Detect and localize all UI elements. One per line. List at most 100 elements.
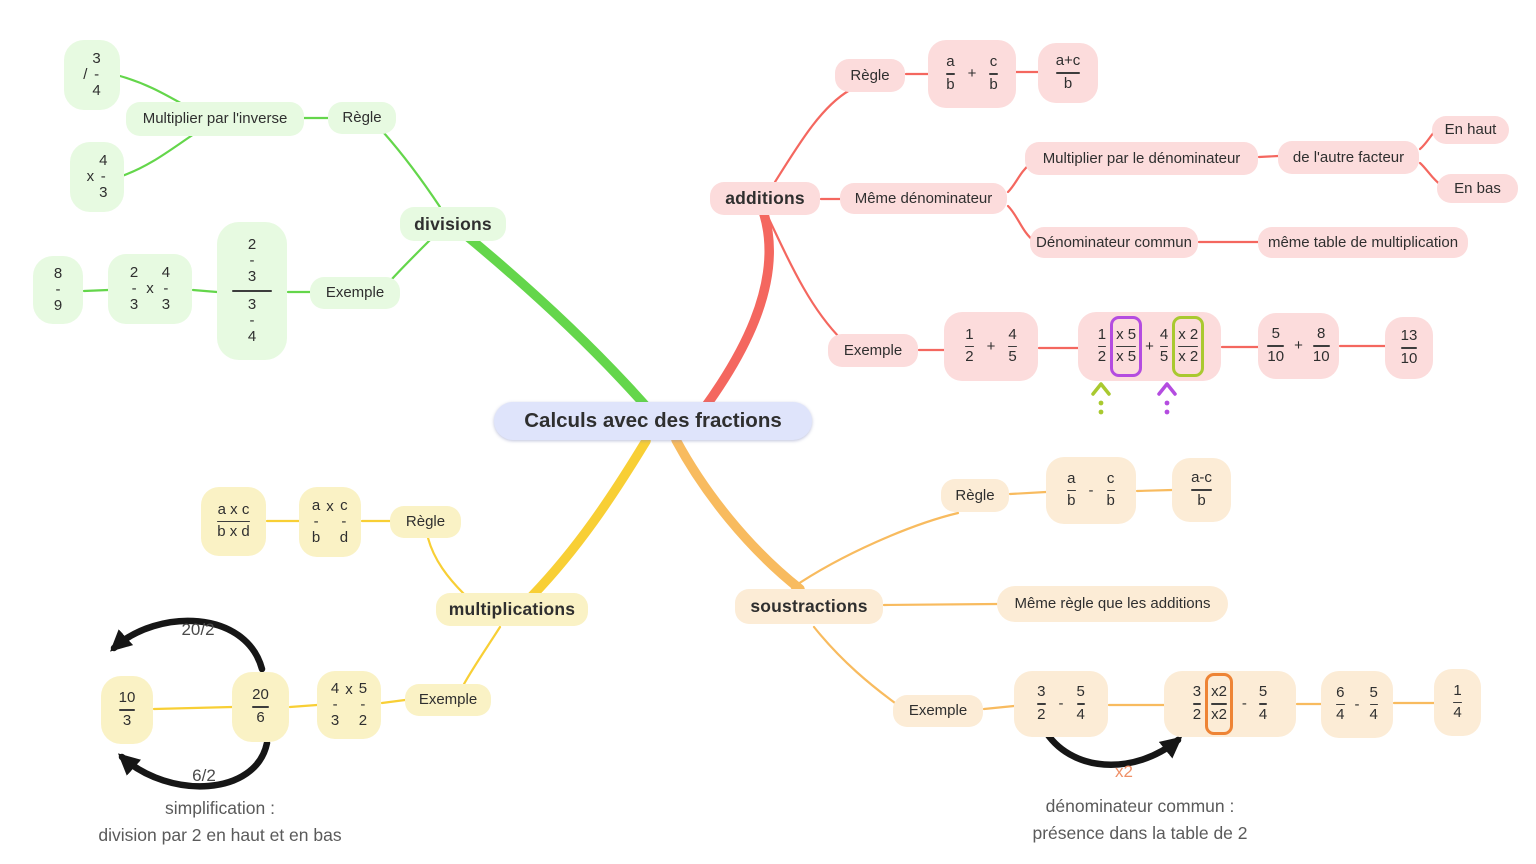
node-divisions-inverse-bottom[interactable]: x 4 - 3: [70, 142, 124, 212]
denominator: 9: [53, 297, 63, 315]
numerator: a: [1067, 469, 1076, 487]
node-additions-autre-facteur[interactable]: de l'autre facteur: [1278, 141, 1419, 174]
link: [382, 131, 442, 209]
node-soustractions-regle[interactable]: Règle: [941, 479, 1009, 512]
node-soustractions-ex2[interactable]: 3 2 x2 x2 - 5 4: [1164, 671, 1296, 737]
node-soustractions-title[interactable]: soustractions: [735, 589, 883, 624]
numerator: 3: [92, 49, 101, 67]
numerator: 6: [1336, 683, 1345, 701]
fraction: a - b: [312, 497, 320, 547]
numerator: 3: [1192, 683, 1202, 701]
numerator: a-c: [1191, 469, 1212, 487]
node-additions-denominateur-commun[interactable]: Dénominateur commun: [1030, 227, 1198, 258]
node-additions-multiplier-denominateur[interactable]: Multiplier par le dénominateur: [1025, 142, 1258, 175]
fraction-bar: [1192, 703, 1202, 705]
math-expression: a b - c b: [1064, 470, 1118, 511]
node-multiplications-title[interactable]: multiplications: [436, 593, 588, 626]
node-multiplications-regle[interactable]: Règle: [390, 506, 461, 538]
fraction: 3 - 4: [92, 49, 101, 100]
fraction-bar: [118, 709, 136, 711]
denominator: 2: [965, 348, 974, 366]
node-label: Règle: [850, 66, 890, 84]
node-soustractions-meme-regle[interactable]: Même règle que les additions: [997, 586, 1228, 622]
node-additions-en-haut[interactable]: En haut: [1432, 116, 1509, 144]
link: [152, 705, 234, 711]
fraction: 4 - 3: [99, 152, 107, 202]
fraction-bar: -: [249, 312, 255, 330]
purple-dot: [1164, 400, 1170, 406]
label-x2-arrow: x2: [1100, 762, 1148, 782]
fraction: a x c b x d: [214, 501, 253, 542]
numerator: 4: [1008, 325, 1017, 343]
node-divisions-inverse-top[interactable]: / 3 - 4: [64, 40, 120, 110]
annotation-line: division par 2 en haut et en bas: [98, 825, 342, 846]
fraction-bar: [1106, 489, 1115, 492]
node-additions-ex1[interactable]: 1 2 + 4 5: [944, 312, 1038, 381]
link: [1257, 154, 1280, 159]
node-label: Exemple: [908, 702, 968, 720]
fraction: c b: [1104, 470, 1118, 511]
fraction: a b: [943, 53, 957, 94]
node-soustractions-rule-formula[interactable]: a b - c b: [1046, 457, 1136, 524]
fraction-bar: -: [100, 167, 106, 185]
link: [462, 625, 502, 686]
node-multiplications-rule-result[interactable]: a x c b x d: [201, 487, 266, 556]
node-divisions-complex-fraction[interactable]: 2 - 3 3 - 4: [217, 222, 287, 360]
node-multiplications-ex[interactable]: 4 - 3 x 5 - 2: [317, 671, 381, 739]
fraction-bar: [1191, 489, 1212, 491]
node-additions-rule-formula[interactable]: a b + c b: [928, 40, 1016, 108]
fraction: 8 10: [1310, 325, 1333, 366]
node-additions-meme-denominateur[interactable]: Même dénominateur: [840, 183, 1007, 214]
center-topic-label: Calculs avec des fractions: [524, 409, 782, 432]
link: [288, 703, 319, 709]
node-soustractions-rule-result[interactable]: a-c b: [1172, 458, 1231, 522]
denominator: b: [946, 75, 955, 93]
node-additions-ex3[interactable]: 5 10 + 8 10: [1258, 313, 1339, 379]
numerator: 5: [1369, 683, 1378, 701]
node-additions-meme-table[interactable]: même table de multiplication: [1258, 227, 1468, 258]
numerator: a: [946, 53, 955, 71]
node-soustractions-result[interactable]: 1 4: [1434, 669, 1481, 736]
node-multiplications-simplified[interactable]: 10 3: [101, 676, 153, 744]
denominator: 3: [330, 712, 340, 730]
node-multiplications-rule[interactable]: a - b x c - d: [299, 487, 361, 557]
fraction-bar: [1097, 345, 1107, 348]
node-divisions-product[interactable]: 2 - 3 x 4 - 3: [108, 254, 192, 324]
fraction-bar: [989, 73, 998, 75]
numerator: 3: [1037, 683, 1046, 701]
label-arrow-top: 20/2: [172, 620, 224, 640]
node-additions-regle[interactable]: Règle: [835, 59, 905, 92]
branch-title-label: soustractions: [750, 596, 868, 617]
node-divisions-exemple[interactable]: Exemple: [310, 277, 400, 309]
node-multiplications-exemple[interactable]: Exemple: [405, 684, 491, 716]
fraction: 3 2: [1190, 683, 1204, 724]
node-soustractions-exemple[interactable]: Exemple: [893, 695, 983, 727]
link: [191, 288, 219, 294]
node-divisions-result[interactable]: 8 - 9: [33, 256, 83, 324]
node-additions-rule-result[interactable]: a+c b: [1038, 43, 1098, 103]
node-additions-ex2[interactable]: 1 2 x 5 x 5 + 4 5 x 2 x 2: [1078, 312, 1221, 381]
fraction-bar: [217, 520, 250, 523]
node-soustractions-ex3[interactable]: 6 4 - 5 4: [1321, 671, 1393, 738]
node-label: En haut: [1444, 121, 1497, 139]
math-expression: 2 - 3 x 4 - 3: [130, 264, 170, 314]
branch-title-label: divisions: [414, 213, 492, 234]
fraction: 4 5: [1157, 326, 1171, 367]
fraction: 3 2: [1034, 683, 1048, 724]
node-soustractions-ex1[interactable]: 3 2 - 5 4: [1014, 671, 1108, 737]
fraction-bar: [1211, 703, 1227, 705]
node-multiplications-step[interactable]: 20 6: [232, 672, 289, 742]
annotation-line: présence dans la table de 2: [1032, 823, 1248, 844]
denominator: 2: [1097, 348, 1107, 366]
node-divisions-multiplier-inverse[interactable]: Multiplier par l'inverse: [126, 102, 304, 136]
purple-dotted-arrow: [1157, 382, 1177, 396]
node-additions-result[interactable]: 13 10: [1385, 317, 1433, 379]
node-divisions-title[interactable]: divisions: [400, 207, 506, 241]
node-divisions-regle[interactable]: Règle: [328, 102, 396, 134]
node-additions-title[interactable]: additions: [710, 182, 820, 215]
fraction: 4 - 3: [162, 264, 170, 314]
node-center-topic[interactable]: Calculs avec des fractions: [494, 402, 812, 440]
math-expression: 3 2 x2 x2 - 5 4: [1190, 673, 1271, 735]
node-additions-en-bas[interactable]: En bas: [1437, 174, 1518, 203]
node-additions-exemple[interactable]: Exemple: [828, 334, 918, 367]
